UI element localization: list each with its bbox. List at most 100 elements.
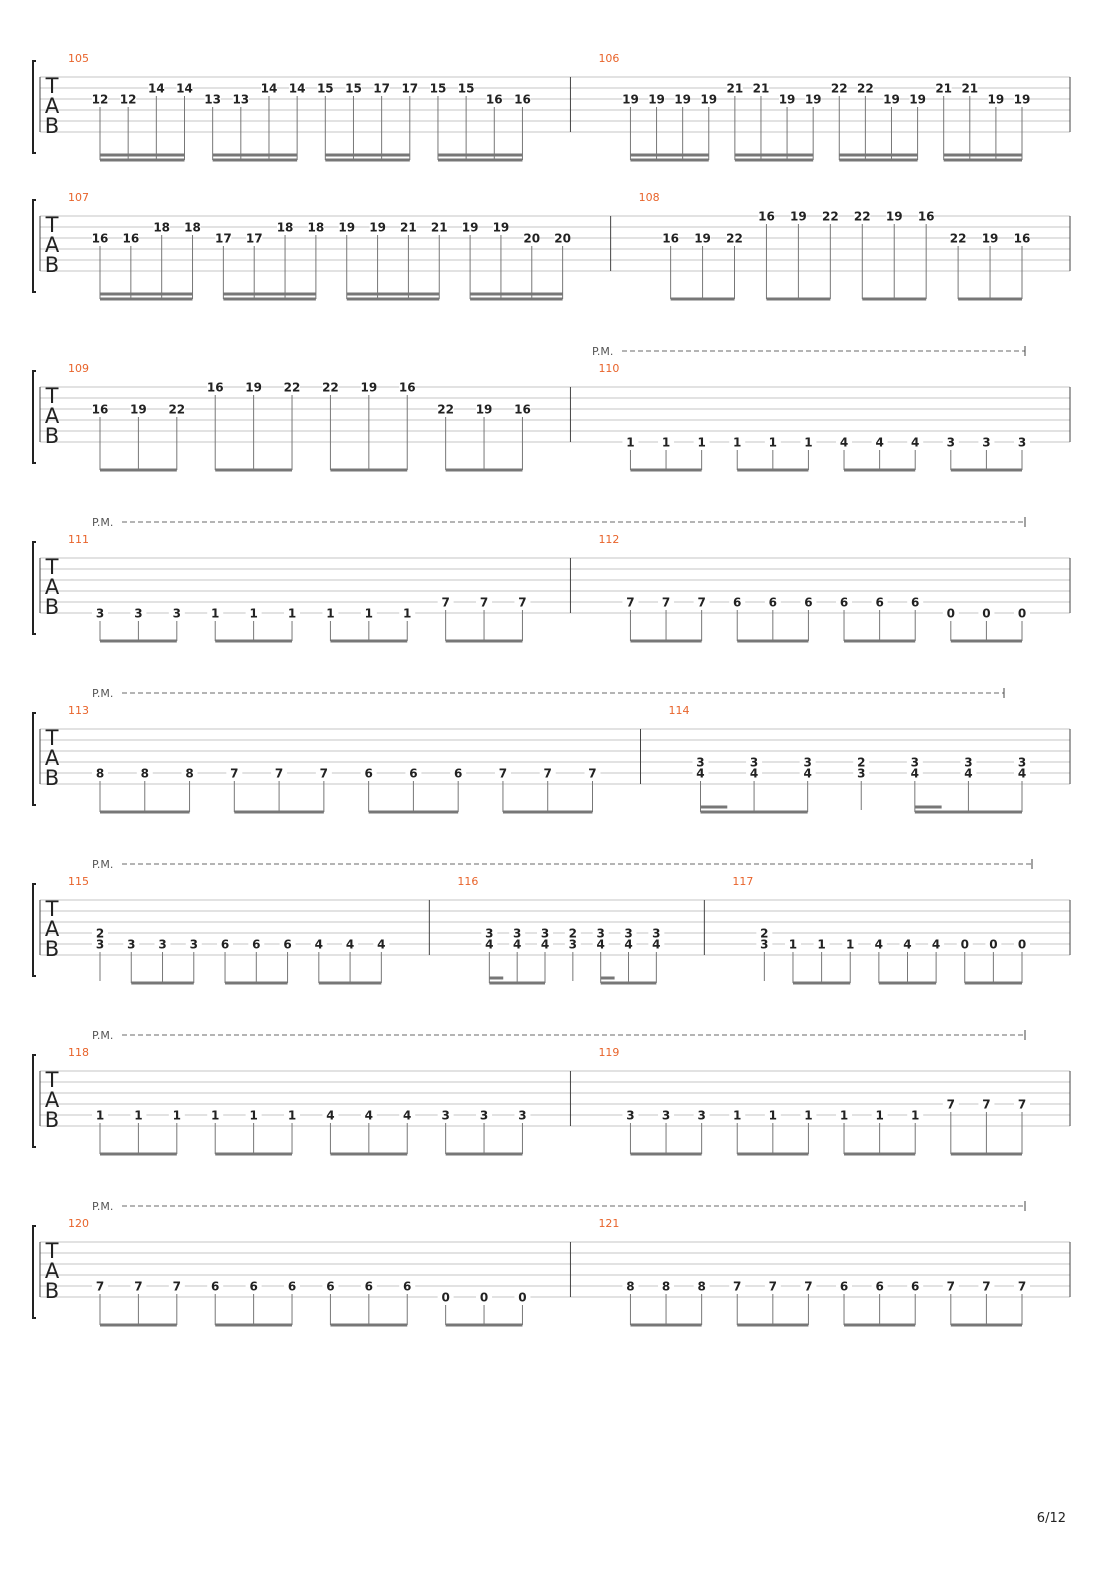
fret-number: 0: [1018, 607, 1026, 621]
fret-number: 22: [950, 232, 967, 246]
tab-clef-letter: B: [45, 424, 59, 448]
fret-number: 1: [804, 1109, 812, 1123]
fret-bg: [92, 927, 108, 939]
fret-bg: [360, 607, 377, 619]
fret-number: 4: [403, 1109, 411, 1123]
fret-bg: [1014, 232, 1030, 244]
fret-number: 3: [982, 436, 990, 450]
fret-number: 8: [697, 1280, 705, 1294]
fret-number: 2: [96, 927, 104, 941]
fret-number: 19: [360, 381, 377, 395]
fret-number: 1: [211, 607, 219, 621]
fret-number: 4: [315, 938, 323, 952]
fret-number: 21: [935, 82, 952, 96]
fret-number: 6: [288, 1280, 296, 1294]
fret-number: 4: [365, 1109, 373, 1123]
fret-number: 18: [184, 221, 201, 235]
fret-number: 19: [462, 221, 479, 235]
fret-number: 6: [733, 596, 741, 610]
fret-number: 1: [840, 1109, 848, 1123]
fret-bg: [369, 221, 386, 233]
fret-bg: [232, 93, 249, 105]
fret-number: 1: [817, 938, 825, 952]
tab-clef-letter: B: [45, 937, 59, 961]
fret-bg: [207, 607, 224, 619]
fret-bg: [437, 596, 454, 608]
fret-bg: [92, 1280, 108, 1292]
fret-number: 15: [430, 82, 447, 96]
measure-number: 114: [668, 704, 689, 717]
fret-number: 3: [662, 1109, 670, 1123]
fret-bg: [539, 767, 556, 779]
fret-bg: [956, 938, 973, 950]
fret-number: 16: [758, 210, 775, 224]
fret-number: 1: [288, 1109, 296, 1123]
palm-mute-label: P.M.: [92, 1029, 113, 1042]
fret-bg: [310, 938, 327, 950]
fret-bg: [622, 93, 639, 105]
fret-bg: [784, 938, 801, 950]
tab-clef-letter: B: [45, 253, 59, 277]
fret-number: 6: [911, 596, 919, 610]
fret-bg: [800, 436, 817, 448]
fret-number: 1: [134, 1109, 142, 1123]
fret-bg: [458, 82, 475, 94]
fret-bg: [120, 93, 137, 105]
fret-bg: [185, 938, 202, 950]
fret-bg: [153, 221, 170, 233]
measure-number: 105: [68, 52, 89, 65]
fret-bg: [207, 381, 224, 393]
fret-bg: [1014, 607, 1030, 619]
fret-number: 13: [232, 93, 249, 107]
fret-bg: [907, 436, 924, 448]
tab-clef-letter: T: [45, 555, 59, 579]
fret-bg: [693, 436, 710, 448]
fret-bg: [322, 1109, 339, 1121]
fret-bg: [693, 1109, 710, 1121]
fret-number: 7: [982, 1280, 990, 1294]
fret-bg: [648, 927, 665, 939]
system-brace: [32, 199, 36, 293]
fret-number: 1: [662, 436, 670, 450]
fret-bg: [857, 82, 874, 94]
fret-number: 6: [875, 1280, 883, 1294]
fret-bg: [942, 1098, 959, 1110]
fret-number: 8: [662, 1280, 670, 1294]
fret-number: 19: [338, 221, 355, 235]
fret-bg: [322, 607, 339, 619]
fret-bg: [693, 596, 710, 608]
fret-bg: [907, 596, 924, 608]
fret-number: 19: [1014, 93, 1031, 107]
fret-number: 19: [779, 93, 796, 107]
fret-number: 22: [822, 210, 839, 224]
fret-bg: [307, 221, 324, 233]
fret-number: 6: [454, 767, 462, 781]
fret-bg: [486, 93, 503, 105]
fret-number: 6: [804, 596, 812, 610]
fret-number: 16: [92, 232, 109, 246]
fret-bg: [692, 756, 709, 768]
measure-number: 113: [68, 704, 89, 717]
fret-bg: [92, 607, 108, 619]
fret-bg: [853, 756, 870, 768]
fret-bg: [400, 221, 417, 233]
fret-bg: [360, 1280, 377, 1292]
fret-bg: [509, 927, 526, 939]
tab-clef-letter: A: [45, 233, 60, 257]
fret-number: 16: [662, 232, 679, 246]
fret-bg: [514, 1109, 531, 1121]
fret-bg: [342, 938, 359, 950]
fret-bg: [554, 232, 571, 244]
fret-bg: [694, 232, 711, 244]
tab-clef-letter: B: [45, 1108, 59, 1132]
fret-bg: [476, 403, 493, 415]
fret-number: 2: [760, 927, 768, 941]
fret-bg: [960, 767, 977, 779]
fret-number: 16: [486, 93, 503, 107]
fret-number: 7: [947, 1280, 955, 1294]
fret-bg: [950, 232, 967, 244]
fret-number: 4: [326, 1109, 334, 1123]
fret-bg: [462, 221, 479, 233]
